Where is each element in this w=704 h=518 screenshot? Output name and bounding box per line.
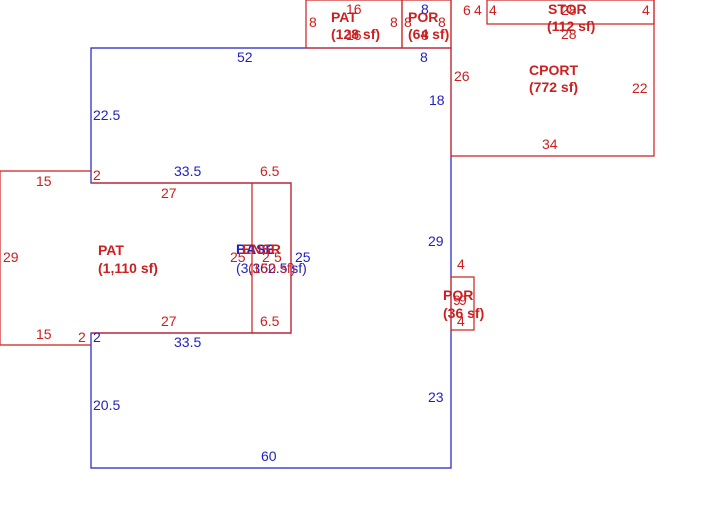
dim-ell-top: 33.5 [174, 163, 201, 179]
dim-cport-left: 26 [454, 68, 470, 84]
dim-overlap-c: 5 [274, 249, 282, 265]
stor-label: STOR [548, 1, 587, 17]
cport-label: CPORT [529, 62, 578, 78]
por-side-label: POR [443, 287, 473, 303]
dim-stor-left: 4 [489, 2, 497, 18]
dim-pat-bottom-left: 15 [36, 326, 52, 342]
dim-por-side-top: 4 [457, 256, 465, 272]
dim-por-top-bottom: 8 [421, 27, 429, 43]
dim-cport-right: 22 [632, 80, 648, 96]
dim-pat-small-right: 8 [390, 14, 398, 30]
dim-ell-right: 25 [295, 249, 311, 265]
dim-pat-left: 29 [3, 249, 19, 265]
ensr-area: (150 sf) [248, 260, 295, 276]
dim-right-lower: 23 [428, 389, 444, 405]
dim-pat-step-bottom: 2 [78, 329, 86, 345]
dim-pat-right-bottom: 6.5 [260, 313, 280, 329]
dim-stor-extra-b: 4 [474, 2, 482, 18]
dim-pat-step-top: 2 [93, 167, 101, 183]
dim-por-top-right: 8 [438, 14, 446, 30]
dim-stor-right: 4 [642, 2, 650, 18]
dim-pat-right-top: 6.5 [260, 163, 280, 179]
dim-right-mid: 29 [428, 233, 444, 249]
dim-overlap-a: 25 [230, 249, 246, 265]
dim-por-side-a: 9 [453, 292, 461, 308]
base-area: (3,362.5 sf) [236, 260, 307, 276]
dim-left-upper: 22.5 [93, 107, 120, 123]
dim-notch-side: 18 [429, 92, 445, 108]
dim-main-top: 52 [237, 49, 253, 65]
dim-ell-bottom: 33.5 [174, 334, 201, 350]
dim-por-side-bottom: 4 [457, 313, 465, 329]
main-structure-outline [90, 47, 452, 469]
dim-stor-bottom: 28 [561, 26, 577, 42]
dim-pat-small-bottom: 16 [346, 27, 362, 43]
por-top-area: (64 sf) [408, 26, 449, 42]
base-label: BASE [236, 241, 275, 257]
dim-cport-bottom: 34 [542, 136, 558, 152]
dim-ell-step-bottom: 2 [93, 329, 101, 345]
pat-small-label: PAT [331, 9, 357, 25]
dim-por-top-left: 8 [404, 14, 412, 30]
dim-por-top-top: 8 [421, 1, 429, 17]
dim-pat-top-left: 15 [36, 173, 52, 189]
dim-pat-small-left: 8 [309, 14, 317, 30]
dim-stor-extra-a: 6 [463, 2, 471, 18]
dim-main-bottom: 60 [261, 448, 277, 464]
pat-large-label: PAT [98, 242, 124, 258]
stor-area: (112 sf) [547, 18, 595, 34]
por-top-label: POR [408, 9, 438, 25]
dim-por-side-b: 9 [459, 292, 467, 308]
pat-large-area: (1,110 sf) [98, 260, 158, 276]
pat-small-area: (128 sf) [331, 26, 380, 42]
dim-pat-top: 27 [161, 185, 177, 201]
dim-left-lower: 20.5 [93, 397, 120, 413]
dim-pat-bottom: 27 [161, 313, 177, 329]
ensr-label: ENSR [242, 241, 281, 257]
dim-pat-small-top: 16 [346, 1, 362, 17]
cport-outline [450, 0, 655, 157]
por-side-area: (36 sf) [443, 305, 484, 321]
dim-notch-top: 8 [420, 49, 428, 65]
por-side-outline [450, 276, 475, 331]
dim-stor-top: 28 [561, 2, 577, 18]
pat-large-outline [0, 170, 292, 346]
cport-area: (772 sf) [529, 79, 578, 95]
dim-overlap-b: 2 [262, 249, 270, 265]
